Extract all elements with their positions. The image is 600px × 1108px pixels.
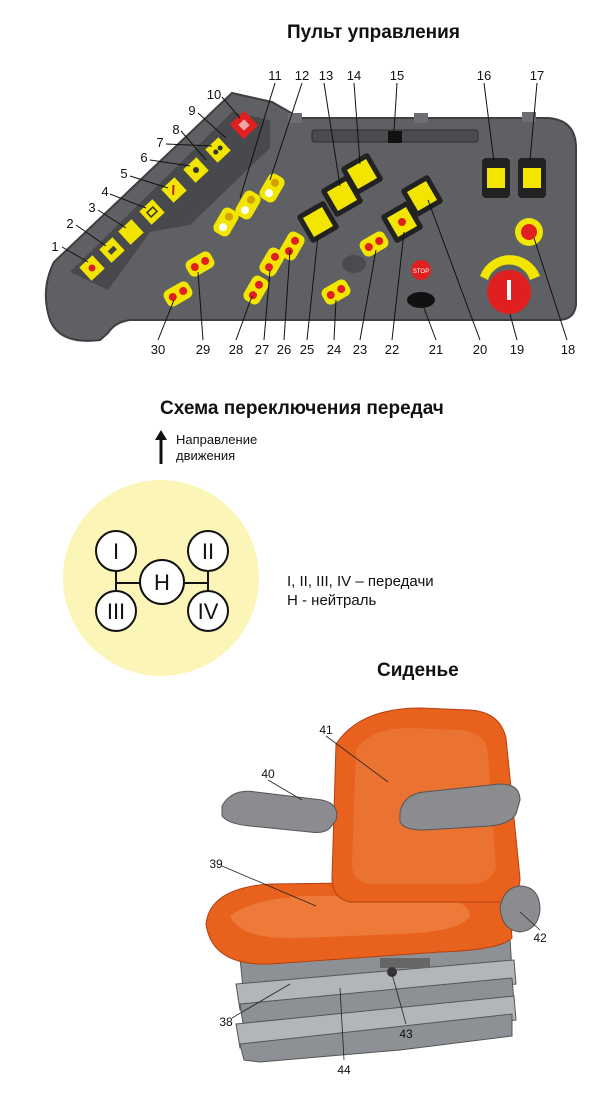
callout-12: 12 (295, 68, 309, 83)
callout-5: 5 (120, 166, 127, 181)
stop-button (411, 260, 431, 280)
callout-29: 29 (196, 342, 210, 357)
callout-7: 7 (156, 135, 163, 150)
callout-15: 15 (390, 68, 404, 83)
seat-callouts: 38 39 40 41 42 43 44 (209, 723, 547, 1077)
callout-3: 3 (88, 200, 95, 215)
callout-28: 28 (229, 342, 243, 357)
armrest-left (221, 790, 338, 833)
seat-title: Сиденье (377, 660, 459, 681)
callout-22: 22 (385, 342, 399, 357)
callout-2: 2 (66, 216, 73, 231)
armrest-right (399, 783, 521, 831)
callout-18: 18 (561, 342, 575, 357)
callout-38: 38 (219, 1015, 233, 1029)
callout-42: 42 (533, 931, 547, 945)
gear-1-label: I (113, 539, 119, 564)
gearshift-pattern: I II III IV H (63, 480, 259, 676)
callout-4: 4 (101, 184, 108, 199)
gear-4-label: IV (198, 599, 219, 624)
callout-9: 9 (188, 103, 195, 118)
callout-1: 1 (51, 239, 58, 254)
callout-44: 44 (337, 1063, 351, 1077)
callout-30: 30 (151, 342, 165, 357)
callout-39: 39 (209, 857, 223, 871)
callout-13: 13 (319, 68, 333, 83)
callout-16: 16 (477, 68, 491, 83)
callout-6: 6 (140, 150, 147, 165)
panel-callouts: 1 2 3 4 5 6 7 8 9 10 11 12 13 14 15 16 1… (51, 68, 575, 357)
diagonal-buttons (79, 110, 259, 281)
callout-20: 20 (473, 342, 487, 357)
slot-handle (388, 131, 402, 143)
framed-switch-cluster (297, 153, 443, 243)
control-panel-diagram: STOP 1 2 3 (44, 68, 577, 357)
callout-41: 41 (319, 723, 333, 737)
rocker-switch-cluster (163, 173, 389, 307)
gearshift-legend: I, II, III, IV – передачи H - нейтраль (287, 572, 434, 610)
callout-23: 23 (353, 342, 367, 357)
callout-19: 19 (510, 342, 524, 357)
callout-27: 27 (255, 342, 269, 357)
gear-2-label: II (202, 539, 214, 564)
callout-24: 24 (327, 342, 341, 357)
callout-21: 21 (429, 342, 443, 357)
seat-illustration: 38 39 40 41 42 43 44 (205, 707, 547, 1077)
legend-gears: I, II, III, IV – передачи (287, 573, 434, 590)
leader-lines (61, 82, 568, 341)
callout-10: 10 (207, 87, 221, 102)
callout-8: 8 (172, 122, 179, 137)
callout-25: 25 (300, 342, 314, 357)
gearshift-title: Схема переключения передач (160, 398, 444, 419)
direction-label: Направление движения (176, 432, 258, 463)
stop-label: STOP (413, 269, 429, 275)
callout-26: 26 (277, 342, 291, 357)
callout-40: 40 (261, 767, 275, 781)
gear-3-label: III (107, 599, 125, 624)
legend-neutral: H - нейтраль (287, 592, 377, 609)
gear-neutral-label: H (154, 570, 170, 595)
callout-17: 17 (530, 68, 544, 83)
callout-43: 43 (399, 1027, 413, 1041)
direction-arrow-icon (155, 430, 167, 464)
callout-11: 11 (268, 68, 282, 83)
panel-title: Пульт управления (287, 22, 460, 43)
callout-14: 14 (347, 68, 361, 83)
